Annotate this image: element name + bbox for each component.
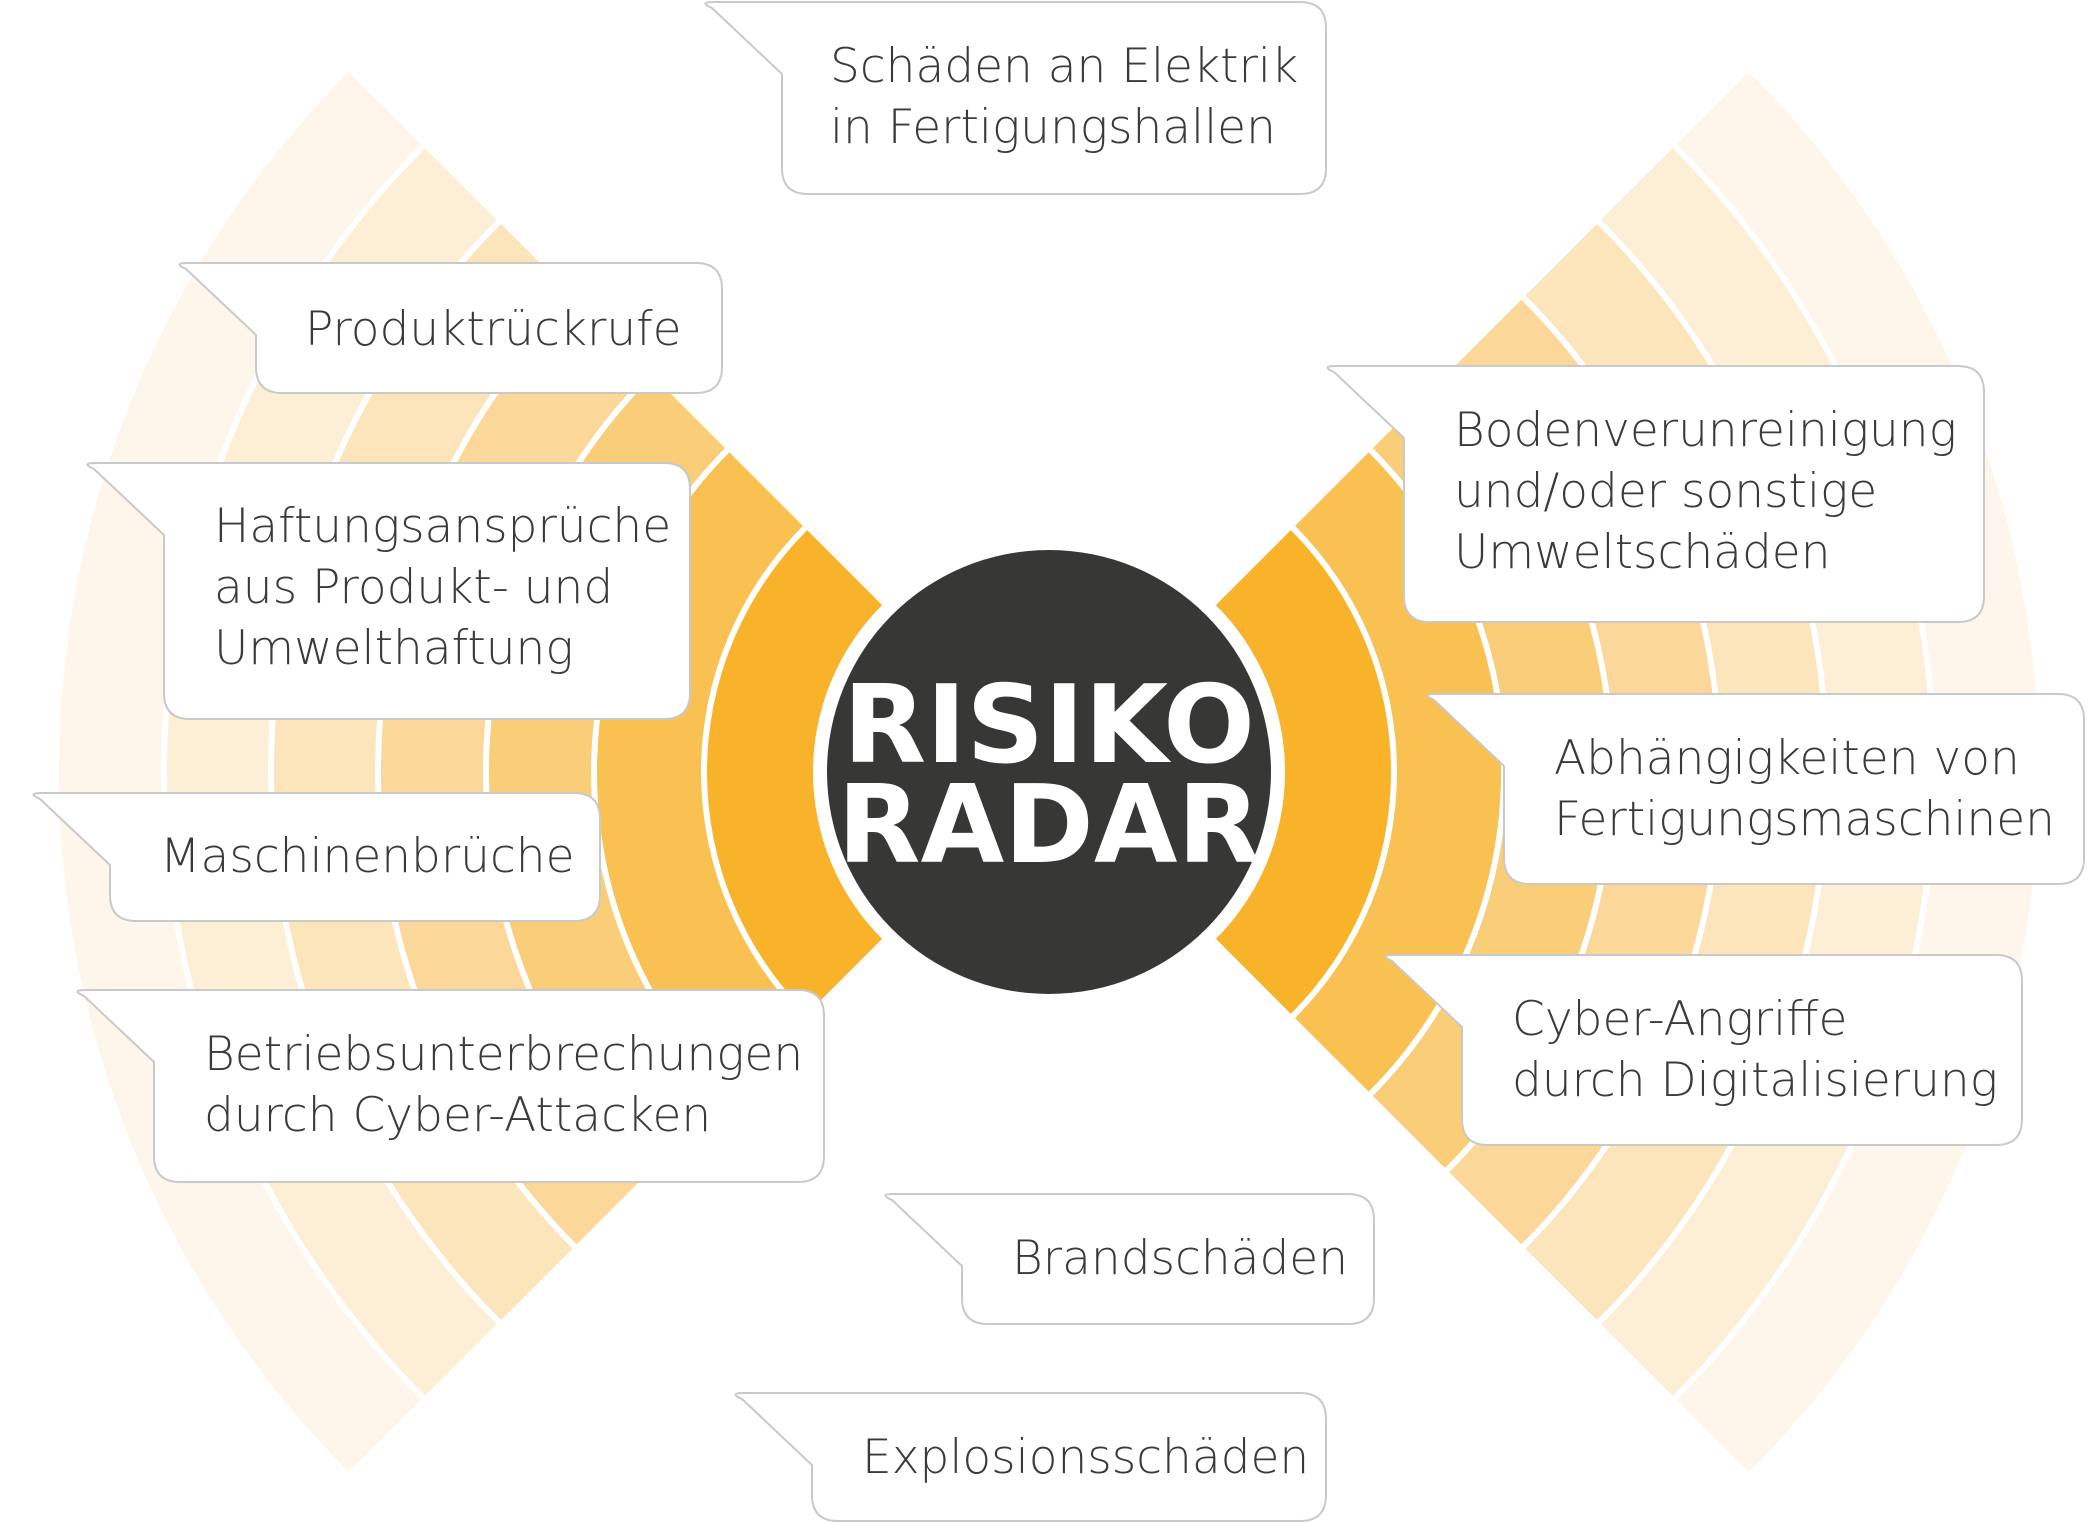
risk-bubble-explosionsschaeden: Explosionsschäden: [734, 1392, 1327, 1522]
risk-label-line: Fertigungsmaschinen: [1554, 792, 2055, 847]
risk-label-line: durch Digitalisierung: [1512, 1053, 1998, 1108]
risk-bubble-maschinenbrueche: Maschinenbrüche: [32, 792, 601, 922]
speech-bubble-shape: [704, 0, 1327, 195]
speech-bubble-shape: [178, 262, 723, 394]
risk-label-line: Maschinenbrüche: [160, 829, 575, 884]
center-label-line2: RADAR: [837, 763, 1260, 888]
ring-band-left-1: [707, 530, 883, 1014]
risk-label-line: Umwelthaftung: [214, 621, 574, 676]
risk-label-line: Cyber-Angriffe: [1512, 992, 1847, 1047]
speech-bubble-shape: [1384, 954, 2023, 1146]
center-label-line1: RISIKO: [843, 663, 1255, 788]
speech-bubble-shape: [734, 1392, 1327, 1522]
risk-bubble-elektrik: Schäden an Elektrik in Fertigungshallen: [704, 0, 1327, 195]
radar-center: RISIKO RADAR: [827, 550, 1271, 994]
ring-band-right-1: [1215, 530, 1391, 1014]
risk-label-line: Haftungsansprüche: [214, 499, 671, 554]
speech-bubble-shape: [884, 1193, 1375, 1325]
risk-bubble-bodenverunreinigung: Bodenverunreinigung und/oder sonstigeUmwe…: [1326, 365, 1985, 623]
speech-bubble-shape: [76, 989, 825, 1183]
risk-label-line: Abhängigkeiten von: [1554, 731, 2020, 786]
risk-label-line: Bodenverunreinigung: [1454, 403, 1957, 458]
risk-label-line: und/oder sonstige: [1454, 464, 1877, 519]
risk-label-line: Brandschäden: [1012, 1231, 1348, 1286]
risk-label-line: Schäden an Elektrik: [830, 39, 1298, 94]
risk-bubble-cyber-angriffe: Cyber-Angriffe durch Digitalisierung: [1384, 954, 2023, 1146]
risk-label-line: durch Cyber-Attacken: [204, 1088, 711, 1143]
risk-label-line: Explosionsschäden: [862, 1430, 1309, 1485]
risk-bubble-haftung: Haftungsansprüche aus Produkt- undUmwelth…: [86, 462, 691, 720]
speech-bubble-shape: [1426, 693, 2085, 885]
speech-bubble-shape: [86, 462, 691, 720]
risk-label-line: aus Produkt- und: [214, 560, 613, 615]
speech-bubble-shape: [32, 792, 601, 922]
risk-bubble-betriebsunterbrechungen: Betriebsunterbrechungen durch Cyber-Attac…: [76, 989, 825, 1183]
risk-label-line: Umweltschäden: [1454, 525, 1830, 580]
risk-bubble-produktrueckrufe: Produktrückrufe: [178, 262, 723, 394]
speech-bubble-shape: [1326, 365, 1985, 623]
risk-label-line: Produktrückrufe: [305, 302, 682, 357]
risk-bubble-brandschaeden: Brandschäden: [884, 1193, 1375, 1325]
risk-bubbles: Schäden an Elektrik in FertigungshallenPr…: [32, 0, 2085, 1522]
center-circle: [827, 550, 1271, 994]
risk-label-line: Betriebsunterbrechungen: [204, 1027, 803, 1082]
ring-band-left-7: [59, 71, 422, 1473]
risk-label-line: in Fertigungshallen: [830, 100, 1276, 155]
